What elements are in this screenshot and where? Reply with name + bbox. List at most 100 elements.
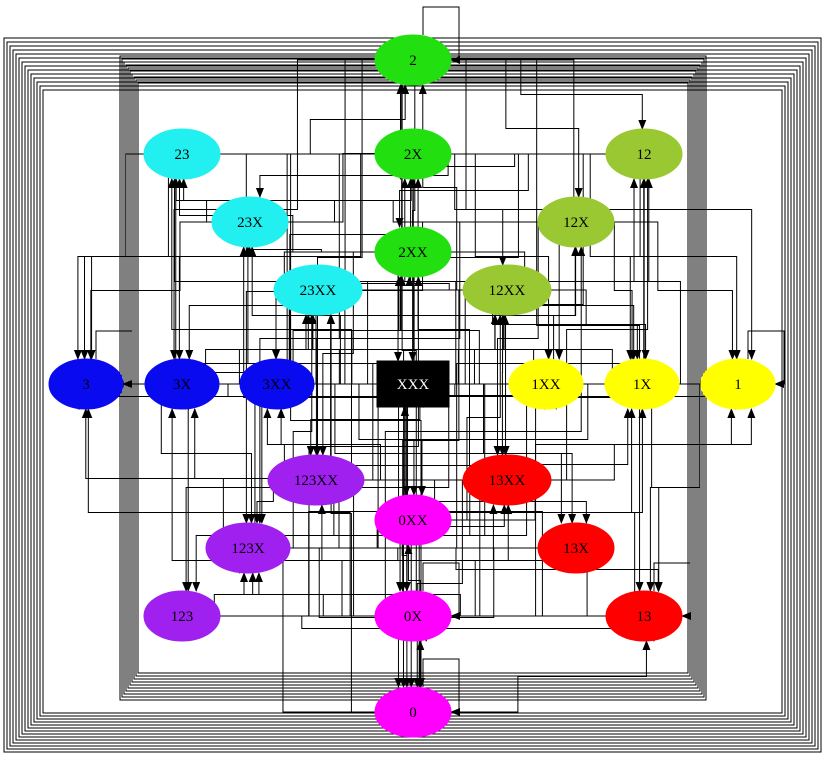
edge-22 xyxy=(135,79,691,677)
node-1X: 1X xyxy=(604,358,680,410)
edge-173 xyxy=(747,330,785,388)
node-shape xyxy=(605,128,683,180)
edge-5 xyxy=(18,57,807,738)
node-shape xyxy=(374,128,452,180)
node-shape xyxy=(48,358,124,410)
node-12X: 12X xyxy=(537,196,615,248)
node-0: 0 xyxy=(374,686,452,738)
node-3X: 3X xyxy=(144,358,220,410)
edge-18 xyxy=(127,67,699,689)
node-23: 23 xyxy=(143,128,221,180)
node-shape xyxy=(605,590,683,642)
node-12XX: 12XX xyxy=(462,264,552,316)
node-13XX: 13XX xyxy=(462,454,552,506)
edge-49 xyxy=(501,153,648,456)
node-label: 2X xyxy=(404,147,423,163)
node-label: 12XX xyxy=(489,283,526,299)
node-shape xyxy=(144,358,220,410)
edge-3 xyxy=(12,49,813,744)
edge-126 xyxy=(502,408,756,481)
node-XXX: XXX xyxy=(376,360,450,408)
node-label: 2 xyxy=(409,53,417,69)
node-0X: 0X xyxy=(374,590,452,642)
edge-19 xyxy=(129,70,697,686)
node-shape xyxy=(239,358,315,410)
node-shape xyxy=(374,226,452,278)
edge-0 xyxy=(3,37,822,753)
node-shape xyxy=(143,128,221,180)
edge-139 xyxy=(242,547,403,688)
edge-53 xyxy=(86,221,256,360)
node-shape xyxy=(462,454,552,506)
node-shape xyxy=(143,590,221,642)
edge-170 xyxy=(422,658,460,716)
edge-71 xyxy=(512,289,642,360)
edge-17 xyxy=(125,64,701,692)
node-shape xyxy=(376,360,450,408)
node-shape xyxy=(374,686,452,738)
node-13X: 13X xyxy=(537,522,615,574)
node-23XX: 23XX xyxy=(273,264,363,316)
node-label: 23 xyxy=(175,147,190,163)
node-2X: 2X xyxy=(374,128,452,180)
edge-172 xyxy=(653,562,691,620)
edge-169 xyxy=(422,6,460,64)
node-label: 3XX xyxy=(262,377,291,393)
node-shape xyxy=(604,358,680,410)
edge-11 xyxy=(36,81,789,720)
node-12: 12 xyxy=(605,128,683,180)
edge-10 xyxy=(33,77,792,723)
edge-23 xyxy=(137,82,689,674)
edge-171 xyxy=(422,562,460,620)
edge-46 xyxy=(73,153,642,360)
node-label: 12 xyxy=(637,147,652,163)
node-label: 1XX xyxy=(531,377,560,393)
node-shape xyxy=(211,196,289,248)
edge-15 xyxy=(121,58,705,698)
edge-25 xyxy=(418,59,583,198)
node-shape xyxy=(374,34,452,86)
edge-2 xyxy=(9,45,816,747)
node-1: 1 xyxy=(700,358,776,410)
edge-57 xyxy=(576,221,737,360)
node-1XX: 1XX xyxy=(508,358,584,410)
node-shape xyxy=(700,358,776,410)
node-label: 13X xyxy=(563,541,589,557)
edge-1 xyxy=(6,41,819,750)
node-label: 123XX xyxy=(294,473,338,489)
node-shape xyxy=(508,358,584,410)
node-123XX: 123XX xyxy=(267,454,365,506)
node-shape xyxy=(205,522,291,574)
node-label: 123 xyxy=(171,609,194,625)
edge-8 xyxy=(27,69,798,729)
node-label: 0XX xyxy=(398,513,427,529)
edge-47 xyxy=(394,153,639,362)
node-2XX: 2XX xyxy=(374,226,452,278)
edge-14 xyxy=(119,55,707,701)
node-label: 3X xyxy=(173,377,192,393)
node-label: 12X xyxy=(563,215,589,231)
node-label: 23X xyxy=(237,215,263,231)
node-3: 3 xyxy=(48,358,124,410)
node-shape xyxy=(537,196,615,248)
edge-147 xyxy=(187,406,409,617)
edge-20 xyxy=(131,73,695,683)
node-3XX: 3XX xyxy=(239,358,315,410)
node-shape xyxy=(374,494,452,546)
node-shape xyxy=(537,522,615,574)
node-shape xyxy=(462,264,552,316)
node-23X: 23X xyxy=(211,196,289,248)
node-shape xyxy=(374,590,452,642)
node-label: 3 xyxy=(82,377,90,393)
node-layer: 2 23 2X 12 23X 12X 2XX 23XX 12XX 3 3X 3XX XXX 1XX 1X 1 1… xyxy=(48,34,776,738)
node-label: 23XX xyxy=(300,283,337,299)
node-label: 13 xyxy=(637,609,652,625)
edge-33 xyxy=(188,84,410,155)
edge-13 xyxy=(42,89,783,714)
edge-4 xyxy=(15,53,810,741)
node-label: 0X xyxy=(404,609,423,625)
node-123: 123 xyxy=(143,590,221,642)
node-2: 2 xyxy=(374,34,452,86)
